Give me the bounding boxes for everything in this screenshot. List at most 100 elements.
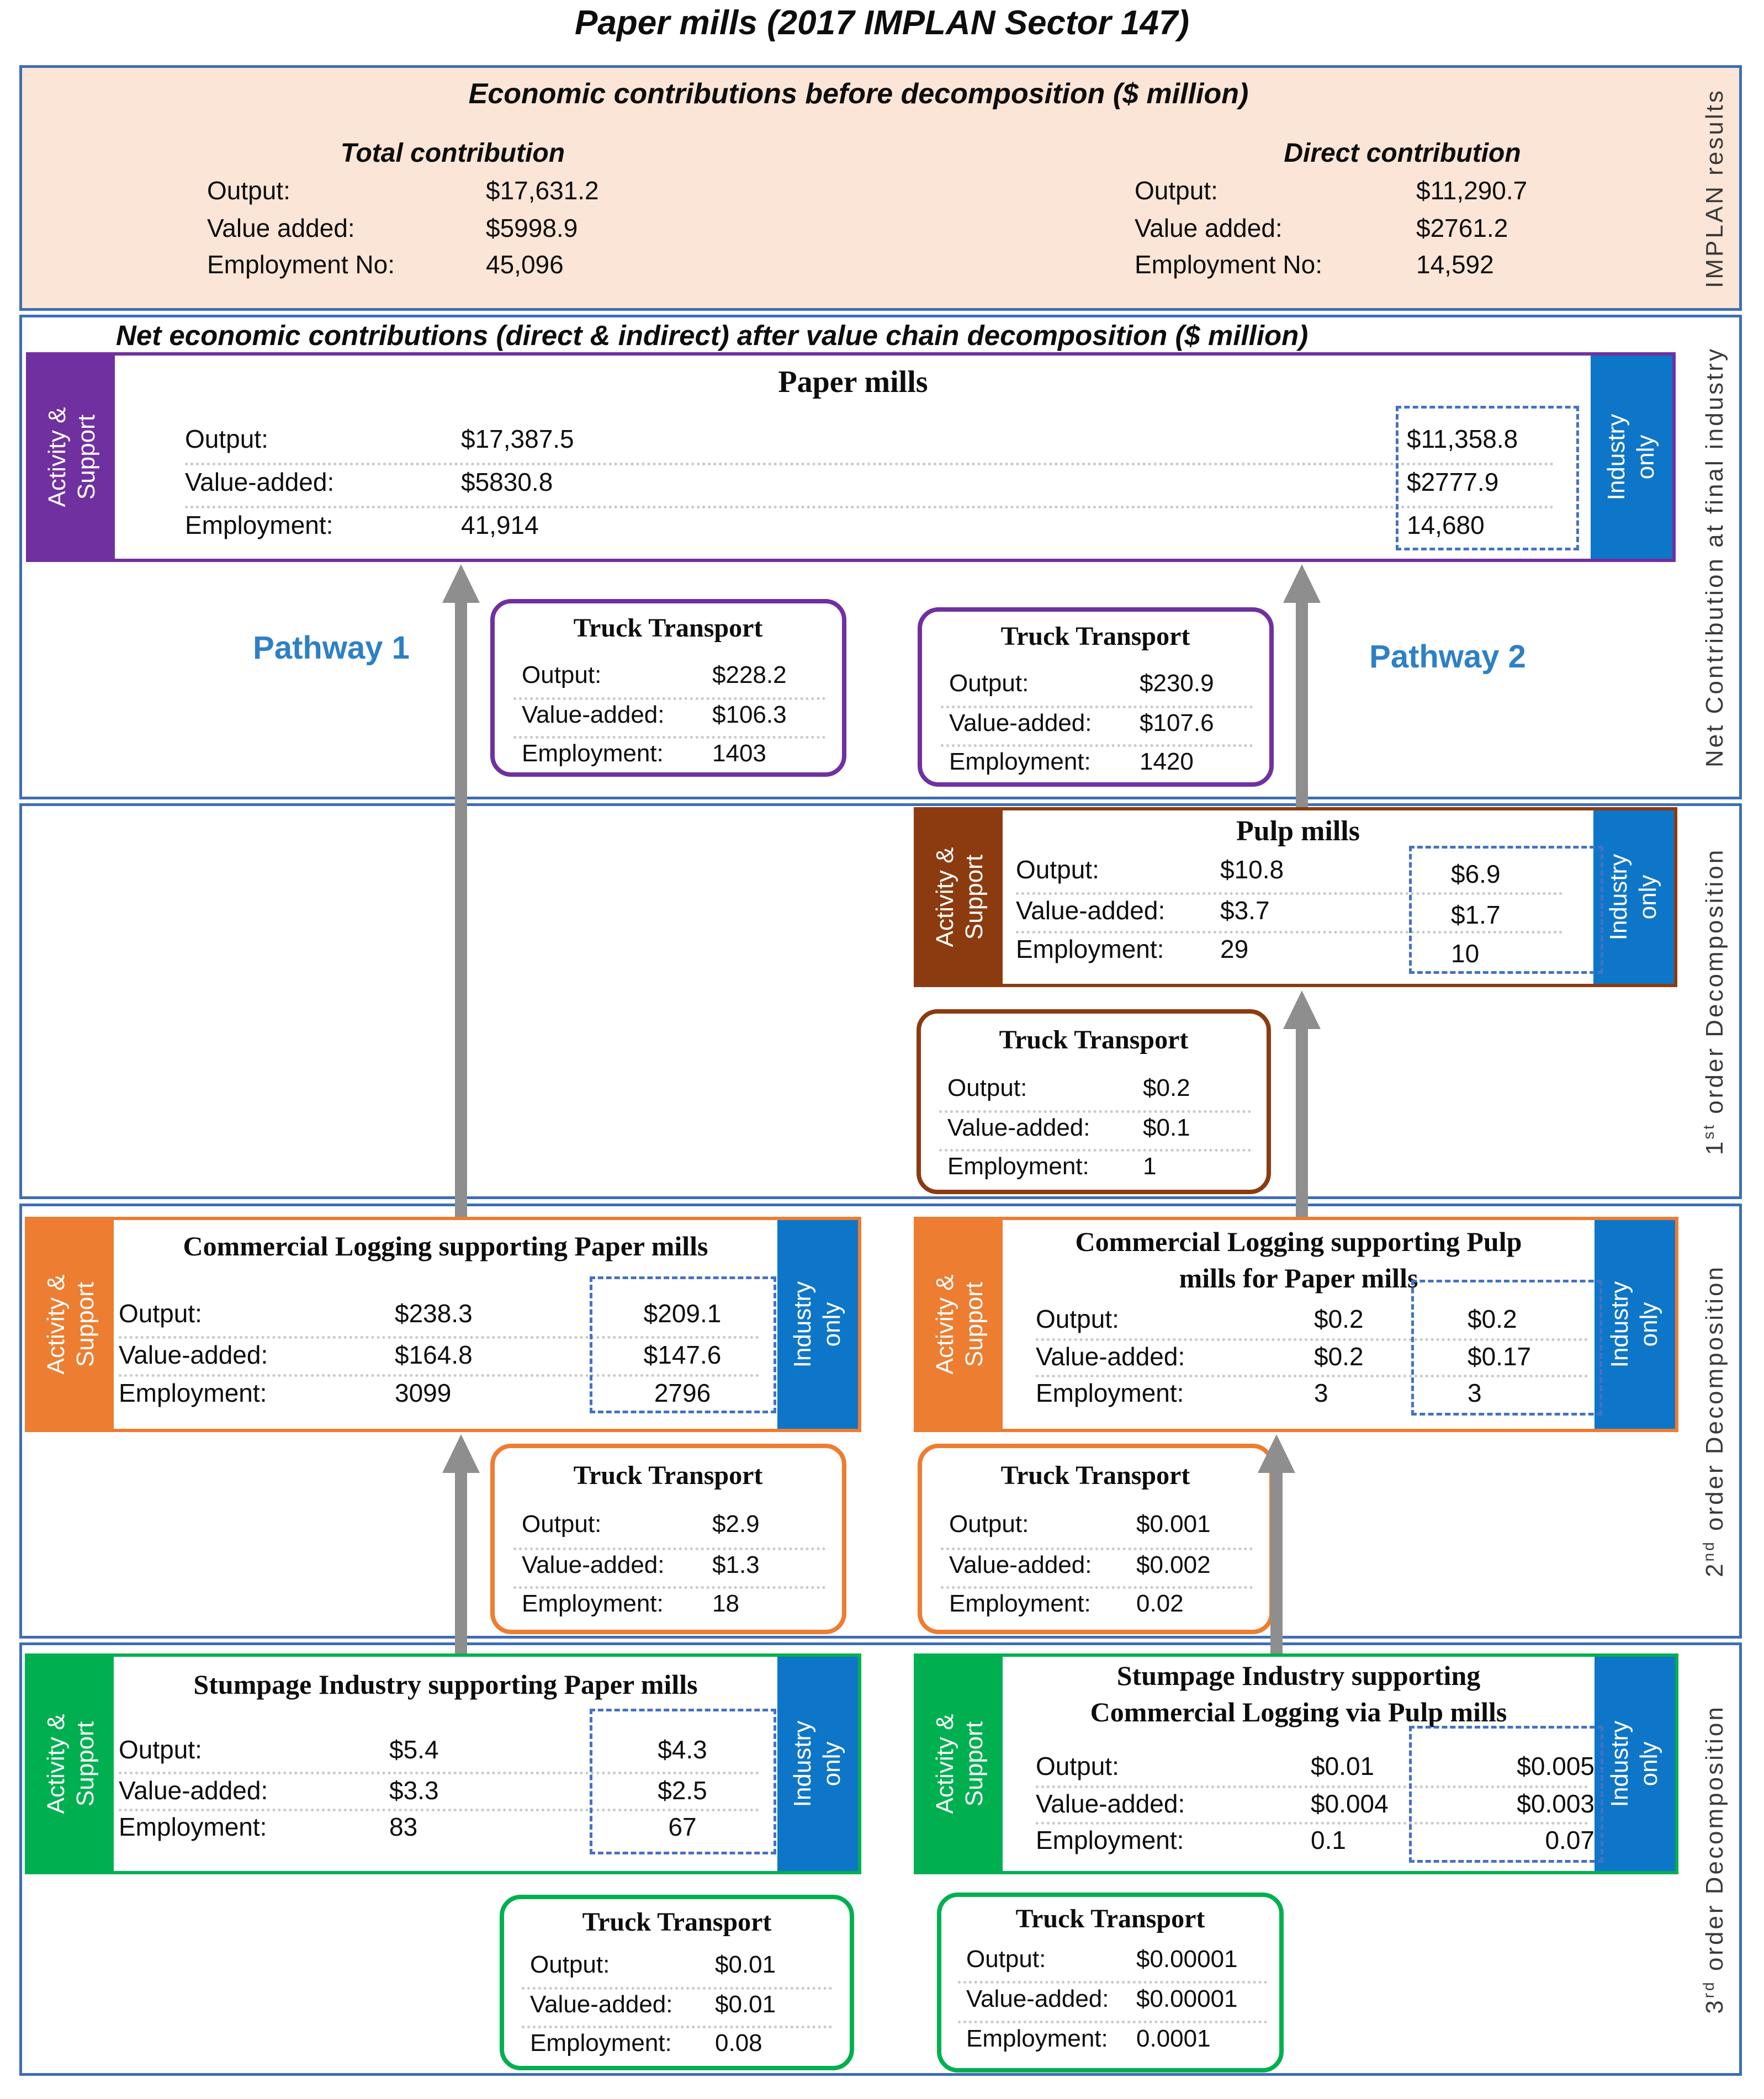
direct-va-label: Value added: <box>1135 214 1283 242</box>
stc-output-value: $0.01 <box>1311 1752 1375 1780</box>
cl-pulp-industry-only-dashed-box <box>1411 1280 1602 1416</box>
net-side-label: Net Contribution at final industry <box>1701 346 1728 768</box>
cl-pulp-title-line2: mills for Paper mills <box>1179 1263 1418 1294</box>
direct-output-label: Output: <box>1135 176 1218 205</box>
pulp-va-value: $3.7 <box>1220 896 1270 925</box>
st-cl-title-line1: Stumpage Industry supporting <box>1116 1660 1481 1691</box>
truck5-output-value: $0.001 <box>1136 1510 1211 1538</box>
pathway-2-label: Pathway 2 <box>1369 639 1526 675</box>
total-contribution-header: Total contribution <box>340 139 565 168</box>
pulp-mills-title: Pulp mills <box>1236 815 1360 847</box>
divider <box>119 1336 759 1339</box>
stp-va-label: Value-added: <box>119 1776 268 1805</box>
divider <box>119 1809 759 1811</box>
st-paper-industry-only-dashed-box <box>590 1709 776 1854</box>
stc-emp-value: 0.1 <box>1311 1826 1346 1854</box>
pulp-va-io-value: $1.7 <box>1451 900 1501 929</box>
up-arrow-head-pathway1 <box>442 564 480 603</box>
truck4-va-label: Value-added: <box>522 1551 665 1578</box>
stp-output-io-value: $4.3 <box>658 1735 707 1764</box>
truck3-emp-value: 1 <box>1143 1153 1157 1180</box>
st-cl-title-line2: Commercial Logging via Pulp mills <box>1090 1697 1507 1727</box>
truck-transport-box-pulp <box>917 1009 1271 1194</box>
pm-va-io-value: $2777.9 <box>1407 468 1499 496</box>
paper-mills-box <box>26 352 1676 562</box>
pm-emp-label: Employment: <box>185 511 333 539</box>
up-arrow-shaft-cl-to-pulp <box>1296 1026 1308 1217</box>
stp-va-value: $3.3 <box>389 1776 439 1805</box>
cl-pulp-industry-only-sidebar: Industry only <box>1595 1220 1675 1429</box>
divider <box>941 1547 1253 1550</box>
truck7-output-label: Output: <box>966 1946 1046 1973</box>
pulp-output-value: $10.8 <box>1220 855 1284 884</box>
clp-va-label: Value-added: <box>119 1340 268 1369</box>
stp-emp-io-value: 67 <box>668 1812 697 1841</box>
total-output-value: $17,631.2 <box>486 176 599 205</box>
truck6-va-value: $0.01 <box>715 1991 776 2018</box>
truck1-output-label: Output: <box>522 661 602 688</box>
cl-paper-title: Commercial Logging supporting Paper mill… <box>183 1231 708 1261</box>
divider <box>1016 892 1562 895</box>
divider <box>513 697 825 700</box>
direct-contribution-header: Direct contribution <box>1284 139 1521 168</box>
stp-emp-value: 83 <box>389 1812 418 1841</box>
truck7-output-value: $0.00001 <box>1136 1946 1238 1973</box>
total-emp-value: 45,096 <box>486 250 564 279</box>
direct-emp-label: Employment No: <box>1135 250 1323 279</box>
second-order-side-label: 2nd order Decomposition <box>1700 1265 1728 1577</box>
divider <box>941 1586 1253 1589</box>
truck2-emp-label: Employment: <box>949 748 1091 775</box>
clp-va-value: $164.8 <box>395 1340 473 1369</box>
divider <box>1036 1785 1588 1788</box>
truck1-title: Truck Transport <box>573 613 763 643</box>
divider <box>522 1987 832 1990</box>
section-implan-results <box>19 65 1742 311</box>
pulp-emp-io-value: 10 <box>1451 939 1480 968</box>
up-arrow-shaft-pathway2 <box>1296 600 1308 807</box>
divider <box>1016 931 1562 934</box>
truck2-va-value: $107.6 <box>1140 709 1214 736</box>
pulp-emp-label: Employment: <box>1016 935 1164 963</box>
stp-emp-label: Employment: <box>119 1812 267 1841</box>
truck4-emp-value: 18 <box>712 1590 739 1617</box>
st-cl-industry-only-dashed-box <box>1409 1726 1603 1863</box>
truck1-va-label: Value-added: <box>522 701 665 728</box>
truck3-va-label: Value-added: <box>947 1114 1090 1141</box>
stc-output-io-value: $0.005 <box>1517 1752 1595 1780</box>
st-paper-title: Stumpage Industry supporting Paper mills <box>193 1669 698 1700</box>
truck7-title: Truck Transport <box>1015 1904 1205 1933</box>
pm-output-value: $17,387.5 <box>461 425 574 453</box>
truck6-output-value: $0.01 <box>715 1951 776 1978</box>
truck2-va-label: Value-added: <box>949 709 1092 736</box>
net-header: Net economic contributions (direct & ind… <box>116 320 1309 351</box>
truck7-emp-value: 0.0001 <box>1136 2025 1211 2052</box>
truck4-title: Truck Transport <box>573 1461 763 1490</box>
truck5-title: Truck Transport <box>1000 1461 1190 1490</box>
truck5-emp-value: 0.02 <box>1136 1590 1184 1617</box>
divider <box>513 1586 825 1589</box>
divider <box>958 1981 1267 1984</box>
total-va-value: $5998.9 <box>486 214 578 242</box>
clp-emp-value: 3099 <box>395 1379 452 1407</box>
clpu-va-io-value: $0.17 <box>1468 1342 1532 1371</box>
pm-emp-io-value: 14,680 <box>1407 511 1485 539</box>
up-arrow-shaft-st-to-cl-left <box>455 1470 467 1653</box>
implan-side-label: IMPLAN results <box>1701 88 1728 288</box>
divider <box>513 736 825 739</box>
up-arrow-head-cl-to-pulp <box>1283 990 1321 1029</box>
pulp-mills-industry-only-sidebar: Industry only <box>1593 810 1674 984</box>
truck5-va-value: $0.002 <box>1136 1551 1211 1578</box>
stumpage-paper-box <box>25 1653 861 1874</box>
clpu-emp-io-value: 3 <box>1468 1379 1482 1407</box>
stp-output-label: Output: <box>119 1735 202 1764</box>
clp-emp-io-value: 2796 <box>654 1379 711 1407</box>
divider <box>185 463 1554 465</box>
clp-va-io-value: $147.6 <box>643 1340 722 1369</box>
clpu-output-io-value: $0.2 <box>1468 1305 1517 1333</box>
divider <box>513 1547 825 1550</box>
truck2-output-value: $230.9 <box>1140 670 1214 697</box>
st-cl-industry-only-sidebar: Industry only <box>1595 1657 1675 1871</box>
third-order-side-label: 3rd order Decomposition <box>1700 1704 1728 2014</box>
truck-transport-box-st-left <box>500 1895 854 2070</box>
stp-va-io-value: $2.5 <box>658 1776 707 1805</box>
